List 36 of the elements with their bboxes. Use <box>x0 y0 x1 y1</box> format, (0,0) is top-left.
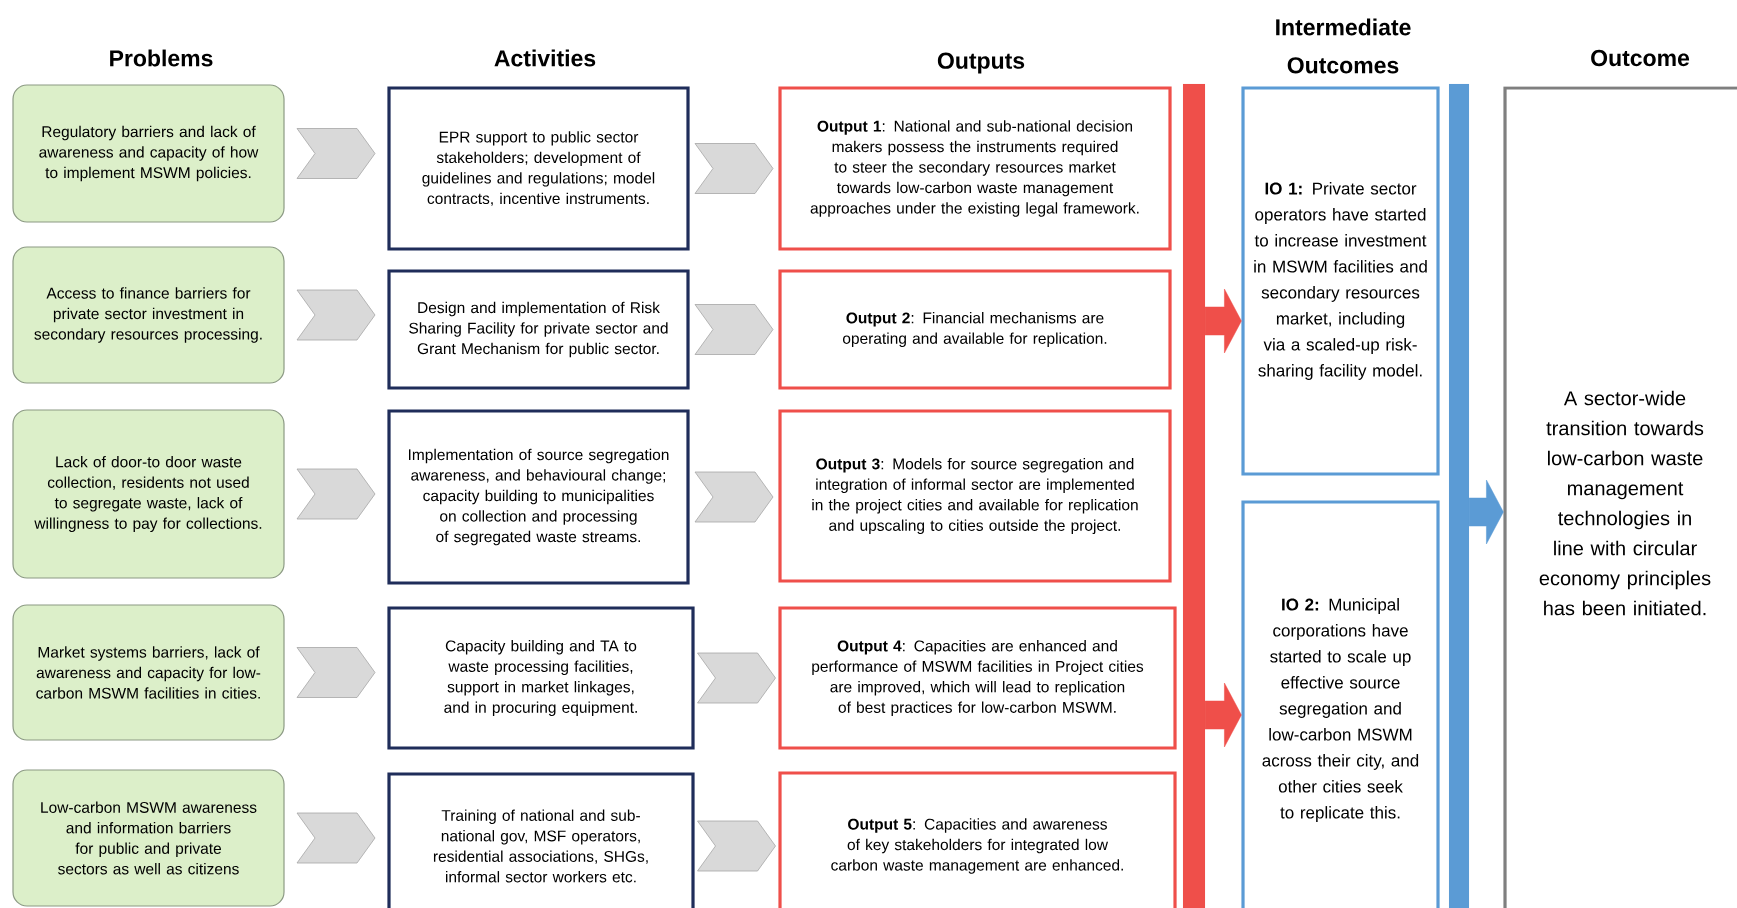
problem-box: Market systems barriers, lack of awareness and capacity for low-carbon MSWM facilities in cities. <box>12 604 285 741</box>
column-heading: Activities <box>494 49 596 67</box>
chevron-arrow <box>296 468 376 520</box>
block-arrow <box>1204 288 1242 354</box>
activity-box: Design and implementation of Risk Sharing Facility for private sector and Grant Mechanism for public sector. <box>387 269 690 390</box>
chevron-arrow <box>697 652 776 704</box>
problem-box: Lack of door-to door waste collection, residents not used to segregate waste, lack of willingness to pay for collections. <box>12 409 285 579</box>
chevron-arrow <box>296 647 376 698</box>
output-box: Output 4: Capacities are enhanced and performance of MSWM facilities in Project cities are improved, which will lead to replication of best practices for low-carbon MSWM. <box>778 606 1177 750</box>
problem-box: Low-carbon MSWM awareness and information barriers for public and private sectors as well as citizens <box>12 769 285 907</box>
problem-box: Regulatory barriers and lack of awareness and capacity of how to implement MSWM policies. <box>12 84 285 223</box>
chevron-arrow <box>694 304 774 355</box>
column-heading: Outcome <box>1591 49 1690 67</box>
block-arrow <box>1204 682 1242 748</box>
outcome-box: IO 1: Private sector operators have started to increase investment in MSWM facilities and secondary resources market, including via a scaled-up risk-sharing facility model. <box>1241 86 1440 476</box>
vertical-bar <box>1182 83 1206 908</box>
block-arrow <box>1468 479 1504 545</box>
output-box: Output 5: Capacities and awareness of key stakeholders for integrated low carbon waste management are enhanced. <box>778 771 1177 908</box>
goal-box: A sector-wide transition towards low-carbon waste management technologies in line with circular economy principles has been initiated. <box>1503 86 1737 908</box>
chevron-arrow <box>694 471 774 523</box>
vertical-bar <box>1448 83 1470 908</box>
activity-box: Capacity building and TA to waste processing facilities, support in market linkages, and in procuring equipment. <box>387 606 695 750</box>
column-heading: Intermediate Outcomes <box>1276 18 1411 74</box>
activity-box: Training of national and sub-national gov, MSF operators, residential associations, SHGs, informal sector workers etc. <box>387 772 695 908</box>
chevron-arrow <box>296 289 376 341</box>
activity-box: Implementation of source segregation awareness, and behavioural change; capacity building to municipalities on collection and processing of segregated waste streams. <box>387 409 690 585</box>
activity-box: EPR support to public sector stakeholders; development of guidelines and regulations; model contracts, incentive instruments. <box>387 86 690 251</box>
output-box: Output 1: National and sub-national decision makers possess the instruments required to steer the secondary resources market towards low-carbon waste management approaches under the existing legal framework. <box>778 86 1172 251</box>
chevron-arrow <box>296 128 376 179</box>
outcome-box: IO 2: Municipal corporations have started to scale up effective source segregation and low-carbon MSWM across their city, and other cities seek to replicate this. <box>1241 500 1440 908</box>
chevron-arrow <box>697 820 776 872</box>
output-box: Output 2: Financial mechanisms are operating and available for replication. <box>778 269 1172 390</box>
problem-box: Access to finance barriers for private sector investment in secondary resources processing. <box>12 246 285 384</box>
chevron-arrow <box>296 812 376 864</box>
output-box: Output 3: Models for source segregation and integration of informal sector are implemented in the project cities and available for replication and upscaling to cities outside the project. <box>778 409 1172 583</box>
chevron-arrow <box>694 143 774 194</box>
